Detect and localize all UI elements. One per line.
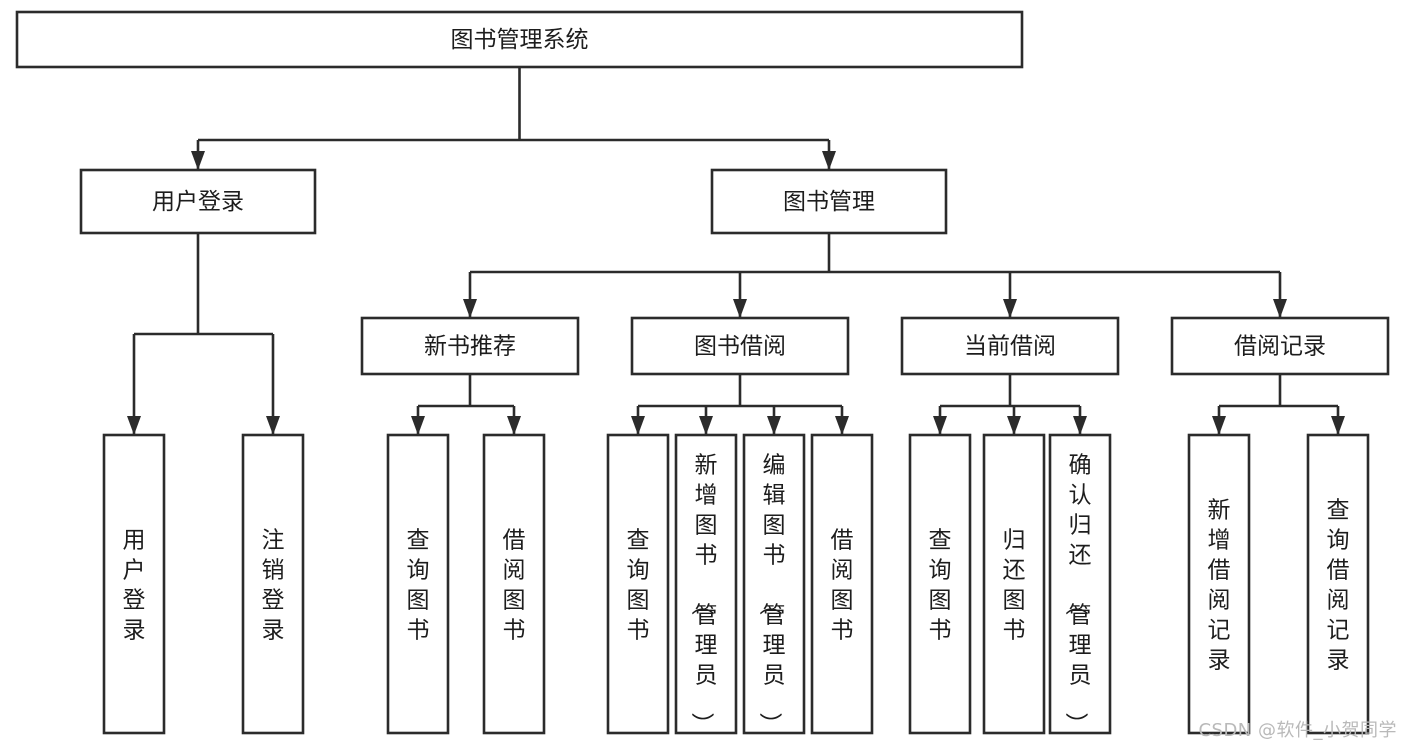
node-box[interactable] (900, 316, 1120, 376)
arrow-head (631, 416, 645, 435)
node-box[interactable] (982, 433, 1046, 735)
node-label: 新书推荐 (424, 334, 516, 360)
node-box[interactable] (15, 10, 1024, 69)
arrow-head (822, 151, 836, 170)
node-box[interactable] (241, 433, 305, 735)
leaf-node-4[interactable]: 查询图书 (606, 433, 670, 735)
node-label: 查询图书 (929, 527, 952, 643)
level3-node-新书推荐[interactable]: 新书推荐 (360, 316, 580, 376)
leaf-node-9[interactable]: 归还图书 (982, 433, 1046, 735)
node-label: 借阅图书 (503, 527, 526, 643)
node-label: 图书管理 (783, 189, 875, 215)
arrow-head (1073, 416, 1087, 435)
node-label: 图书管理系统 (451, 27, 589, 53)
arrow-head (411, 416, 425, 435)
leaf-node-5[interactable]: 新增图书（管理员） (674, 433, 738, 735)
node-box[interactable] (630, 316, 850, 376)
arrow-head (463, 299, 477, 318)
node-label: 查询图书 (627, 527, 650, 643)
level3-node-当前借阅[interactable]: 当前借阅 (900, 316, 1120, 376)
arrow-head (191, 151, 205, 170)
node-label: 借阅图书 (831, 527, 854, 643)
arrow-head (733, 299, 747, 318)
node-box[interactable] (102, 433, 166, 735)
arrow-head (767, 416, 781, 435)
node-box[interactable] (1187, 433, 1251, 735)
root-node-图书管理系统[interactable]: 图书管理系统 (15, 10, 1024, 69)
node-label: 用户登录 (152, 189, 244, 215)
node-box[interactable] (710, 168, 948, 235)
node-box[interactable] (386, 433, 450, 735)
level2-node-图书管理[interactable]: 图书管理 (710, 168, 948, 235)
node-label: 编辑图书（管理员） (757, 452, 786, 735)
csdn-watermark: CSDN @软件_小贺同学 (1198, 720, 1397, 741)
leaf-node-11[interactable]: 新增借阅记录 (1187, 433, 1251, 735)
node-label: 新增图书（管理员） (689, 452, 718, 735)
leaf-node-1[interactable]: 注销登录 (241, 433, 305, 735)
node-box[interactable] (1306, 433, 1370, 735)
node-label: 新增借阅记录 (1208, 497, 1231, 673)
leaf-node-2[interactable]: 查询图书 (386, 433, 450, 735)
leaf-node-3[interactable]: 借阅图书 (482, 433, 546, 735)
node-box[interactable] (79, 168, 317, 235)
level3-node-借阅记录[interactable]: 借阅记录 (1170, 316, 1390, 376)
leaf-node-10[interactable]: 确认归还（管理员） (1048, 433, 1112, 735)
arrow-head (835, 416, 849, 435)
level2-node-用户登录[interactable]: 用户登录 (79, 168, 317, 235)
node-label: 用户登录 (123, 527, 146, 643)
node-box[interactable] (1170, 316, 1390, 376)
arrow-head (1003, 299, 1017, 318)
node-box[interactable] (810, 433, 874, 735)
arrow-head (1212, 416, 1226, 435)
arrow-head (1007, 416, 1021, 435)
arrow-head (266, 416, 280, 435)
node-label: 图书借阅 (694, 334, 786, 360)
node-box[interactable] (606, 433, 670, 735)
node-layer: 图书管理系统用户登录图书管理新书推荐图书借阅当前借阅借阅记录用户登录注销登录查询… (15, 10, 1390, 735)
node-label: 查询图书 (407, 527, 430, 643)
node-label: 确认归还（管理员） (1063, 452, 1092, 735)
leaf-node-12[interactable]: 查询借阅记录 (1306, 433, 1370, 735)
node-label: 借阅记录 (1234, 334, 1326, 360)
node-box[interactable] (674, 433, 738, 735)
leaf-node-0[interactable]: 用户登录 (102, 433, 166, 735)
node-label: 归还图书 (1003, 527, 1026, 643)
leaf-node-8[interactable]: 查询图书 (908, 433, 972, 735)
node-box[interactable] (908, 433, 972, 735)
level3-node-图书借阅[interactable]: 图书借阅 (630, 316, 850, 376)
node-box[interactable] (742, 433, 806, 735)
node-label: 当前借阅 (964, 334, 1056, 360)
node-label: 查询借阅记录 (1327, 497, 1350, 673)
arrow-head (699, 416, 713, 435)
arrow-head (507, 416, 521, 435)
node-box[interactable] (360, 316, 580, 376)
arrow-head (933, 416, 947, 435)
node-box[interactable] (482, 433, 546, 735)
arrow-head (1273, 299, 1287, 318)
node-box[interactable] (1048, 433, 1112, 735)
leaf-node-6[interactable]: 编辑图书（管理员） (742, 433, 806, 735)
connector-layer (127, 67, 1345, 435)
node-label: 注销登录 (262, 527, 285, 643)
leaf-node-7[interactable]: 借阅图书 (810, 433, 874, 735)
arrow-head (127, 416, 141, 435)
arrow-head (1331, 416, 1345, 435)
